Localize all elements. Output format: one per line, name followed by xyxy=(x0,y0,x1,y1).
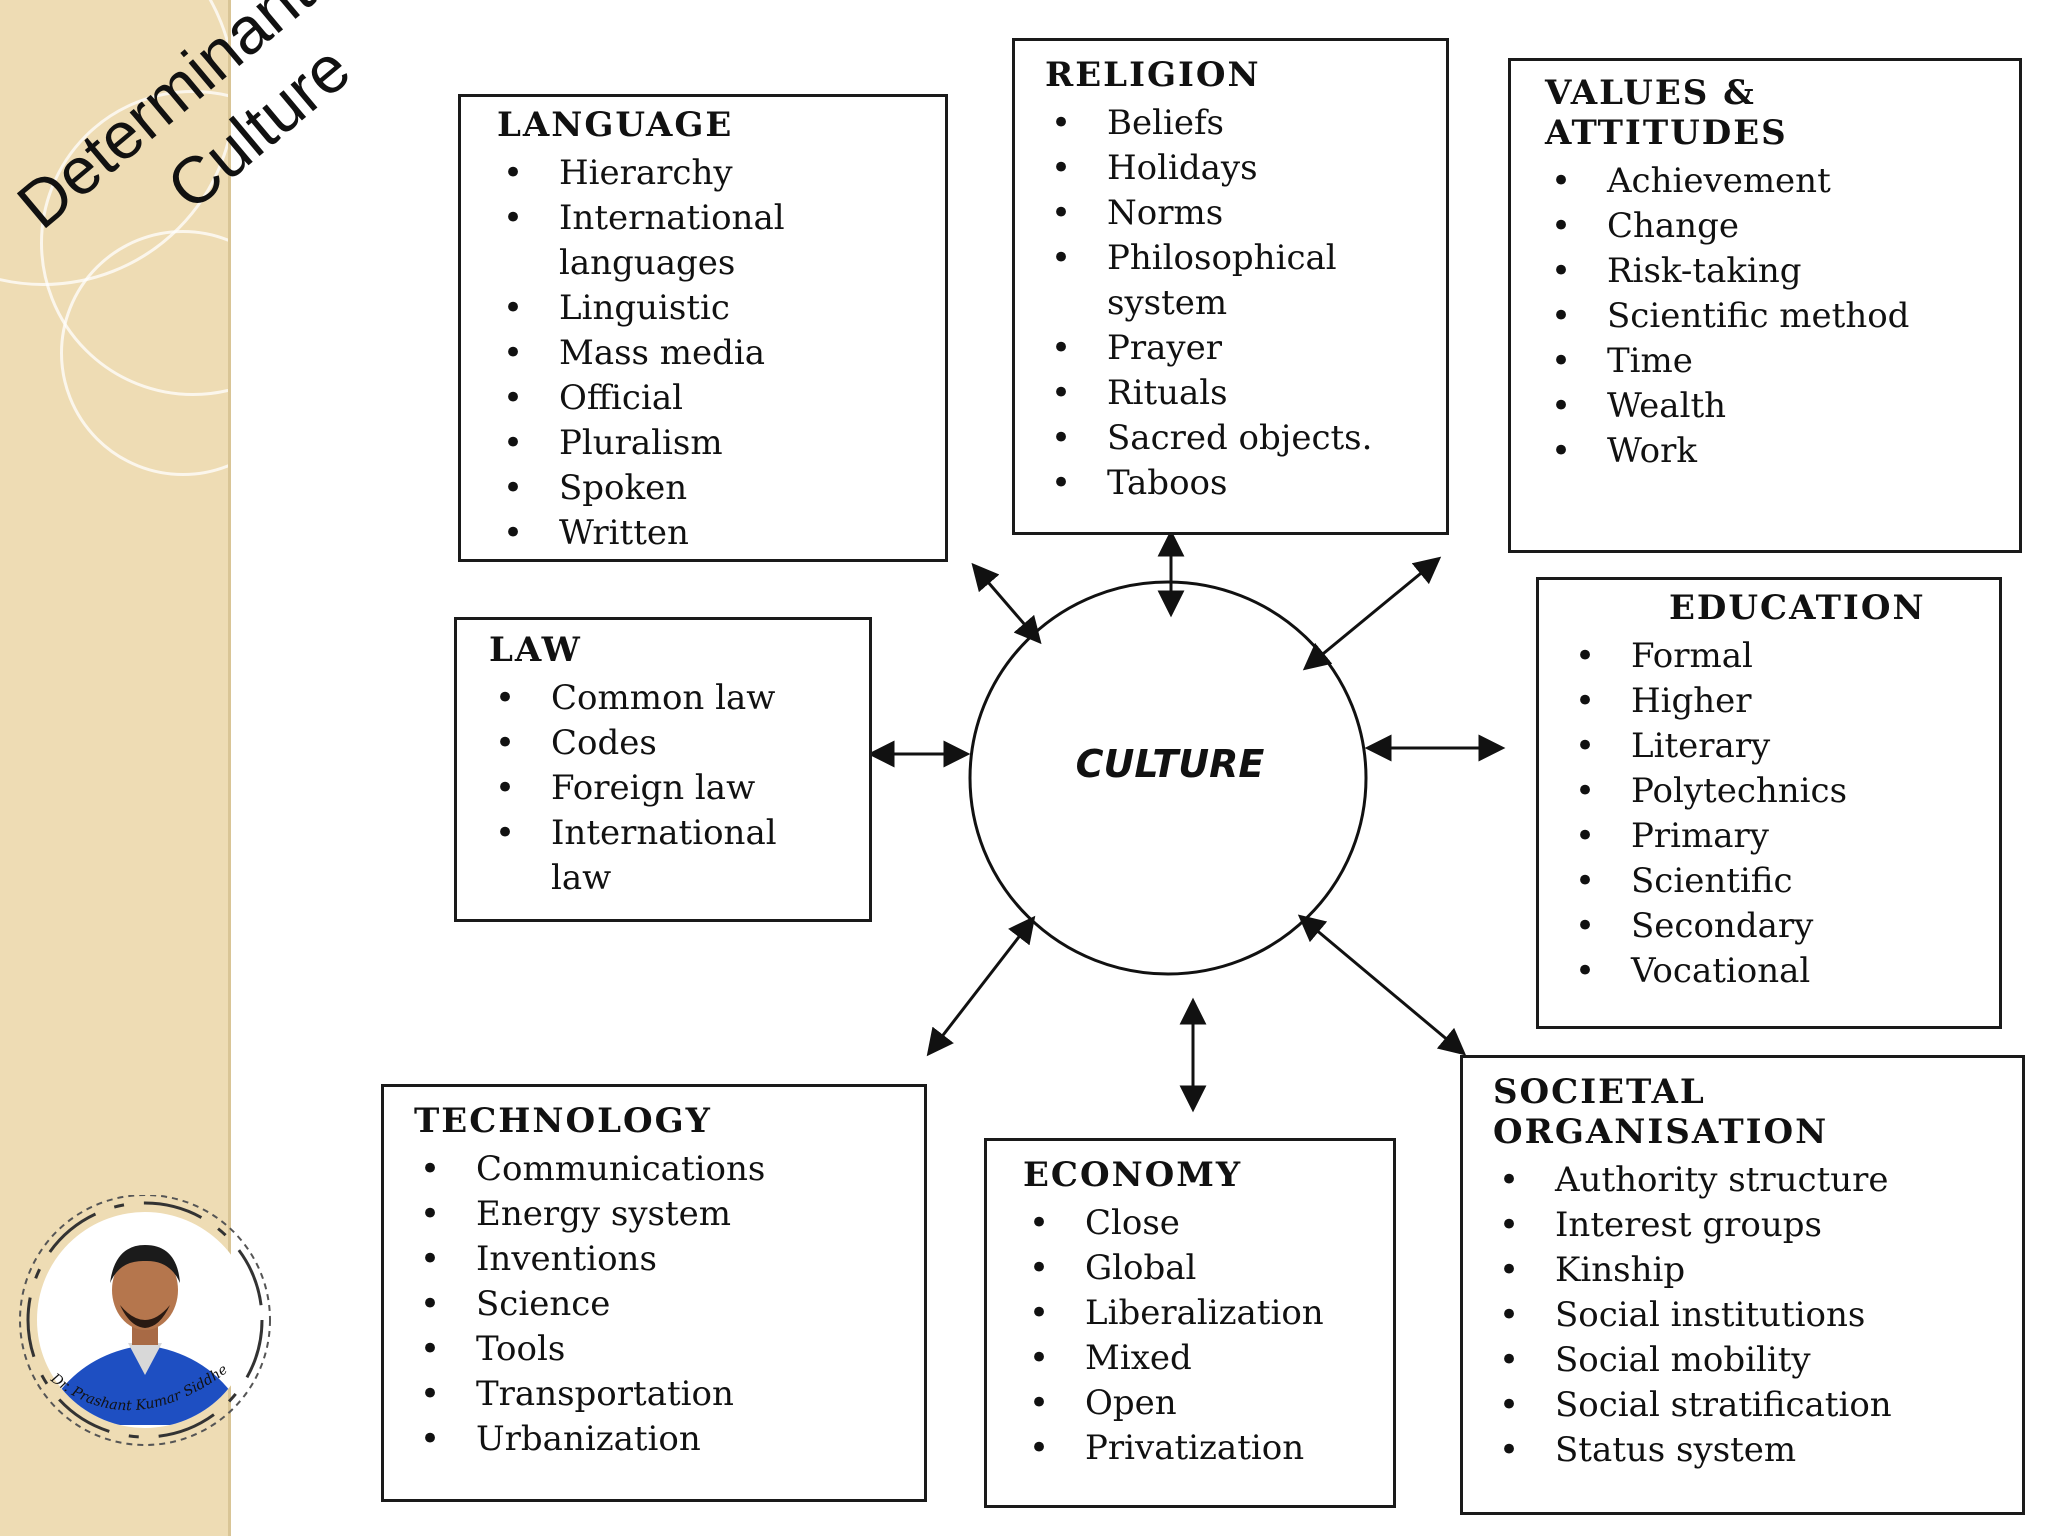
religion-title: RELIGION xyxy=(1045,55,1261,95)
list-item: Sacred objects. xyxy=(1045,416,1446,461)
list-item: Authority structure xyxy=(1493,1158,2022,1203)
list-item: Primary xyxy=(1569,814,1999,859)
societal-organisation-list: Authority structure Interest groups Kins… xyxy=(1493,1158,2022,1473)
language-box: LANGUAGE Hierarchy International languag… xyxy=(458,94,948,562)
list-item: Written xyxy=(497,511,945,556)
list-item: Tools xyxy=(414,1327,924,1372)
list-item: Time xyxy=(1545,339,2019,384)
list-item: Risk-taking xyxy=(1545,249,2019,294)
list-item: Official xyxy=(497,376,945,421)
list-item: Norms xyxy=(1045,191,1446,236)
list-item: Global xyxy=(1023,1246,1393,1291)
list-item: Holidays xyxy=(1045,146,1446,191)
law-list: Common law Codes Foreign law Internation… xyxy=(489,676,869,901)
list-item: Achievement xyxy=(1545,159,2019,204)
list-item: Codes xyxy=(489,721,869,766)
list-item: Common law xyxy=(489,676,869,721)
list-item: Social mobility xyxy=(1493,1338,2022,1383)
list-item: Foreign law xyxy=(489,766,869,811)
arrow-values xyxy=(1302,556,1442,671)
presenter-badge-ring xyxy=(26,1201,264,1439)
list-item: Pluralism xyxy=(497,421,945,466)
arrow-language xyxy=(971,562,1042,645)
list-item: Status system xyxy=(1493,1428,2022,1473)
economy-list: Close Global Liberalization Mixed Open P… xyxy=(1023,1201,1393,1471)
education-title: EDUCATION xyxy=(1669,588,1926,628)
list-item: Urbanization xyxy=(414,1417,924,1462)
list-item: Energy system xyxy=(414,1192,924,1237)
technology-box: TECHNOLOGY Communications Energy system … xyxy=(381,1084,927,1502)
language-list: Hierarchy International languages Lingui… xyxy=(497,151,945,556)
economy-title: ECONOMY xyxy=(1023,1155,1243,1195)
list-item: Rituals xyxy=(1045,371,1446,416)
list-item: Spoken xyxy=(497,466,945,511)
list-item: International languages xyxy=(497,196,945,286)
list-item: Scientific method xyxy=(1545,294,2019,339)
culture-label: CULTURE xyxy=(1075,742,1265,786)
list-item: Interest groups xyxy=(1493,1203,2022,1248)
presenter-badge: Dr. Prashant Kumar Siddhey xyxy=(10,1195,271,1446)
list-item: Kinship xyxy=(1493,1248,2022,1293)
presenter-badge-ring xyxy=(19,1195,271,1446)
education-list: Formal Higher Literary Polytechnics Prim… xyxy=(1569,634,1999,994)
list-item: Science xyxy=(414,1282,924,1327)
list-item: Work xyxy=(1545,429,2019,474)
list-item: Change xyxy=(1545,204,2019,249)
list-item: Linguistic xyxy=(497,286,945,331)
list-item: Beliefs xyxy=(1045,101,1446,146)
list-item: Mass media xyxy=(497,331,945,376)
list-item: Taboos xyxy=(1045,461,1446,506)
list-item: Scientific xyxy=(1569,859,1999,904)
list-item: Social institutions xyxy=(1493,1293,2022,1338)
values-attitudes-box: VALUES & ATTITUDES Achievement Change Ri… xyxy=(1508,58,2022,553)
list-item: Hierarchy xyxy=(497,151,945,196)
list-item: Philosophical system xyxy=(1045,236,1446,326)
economy-box: ECONOMY Close Global Liberalization Mixe… xyxy=(984,1138,1396,1508)
list-item: Polytechnics xyxy=(1569,769,1999,814)
list-item: Privatization xyxy=(1023,1426,1393,1471)
list-item: Transportation xyxy=(414,1372,924,1417)
list-item: Formal xyxy=(1569,634,1999,679)
list-item: Inventions xyxy=(414,1237,924,1282)
list-item: Close xyxy=(1023,1201,1393,1246)
law-title: LAW xyxy=(489,630,582,670)
societal-organisation-box: SOCIETAL ORGANISATION Authority structur… xyxy=(1460,1055,2025,1515)
technology-title: TECHNOLOGY xyxy=(414,1101,712,1141)
religion-list: Beliefs Holidays Norms Philosophical sys… xyxy=(1045,101,1446,506)
law-box: LAW Common law Codes Foreign law Interna… xyxy=(454,617,872,922)
technology-list: Communications Energy system Inventions … xyxy=(414,1147,924,1462)
list-item: Vocational xyxy=(1569,949,1999,994)
education-box: EDUCATION Formal Higher Literary Polytec… xyxy=(1536,577,2002,1029)
list-item: Open xyxy=(1023,1381,1393,1426)
values-attitudes-list: Achievement Change Risk-taking Scientifi… xyxy=(1545,159,2019,474)
arrow-technology xyxy=(926,915,1036,1057)
societal-organisation-title: SOCIETAL ORGANISATION xyxy=(1493,1072,1829,1152)
list-item: Social stratification xyxy=(1493,1383,2022,1428)
religion-box: RELIGION Beliefs Holidays Norms Philosop… xyxy=(1012,38,1449,535)
presenter-photo xyxy=(37,1212,253,1428)
values-attitudes-title: VALUES & ATTITUDES xyxy=(1545,73,1788,153)
list-item: Mixed xyxy=(1023,1336,1393,1381)
list-item: Communications xyxy=(414,1147,924,1192)
arrow-societal xyxy=(1297,914,1467,1056)
list-item: Prayer xyxy=(1045,326,1446,371)
list-item: Literary xyxy=(1569,724,1999,769)
list-item: Secondary xyxy=(1569,904,1999,949)
language-title: LANGUAGE xyxy=(497,105,734,145)
list-item: Higher xyxy=(1569,679,1999,724)
list-item: Liberalization xyxy=(1023,1291,1393,1336)
list-item: International law xyxy=(489,811,869,901)
list-item: Wealth xyxy=(1545,384,2019,429)
